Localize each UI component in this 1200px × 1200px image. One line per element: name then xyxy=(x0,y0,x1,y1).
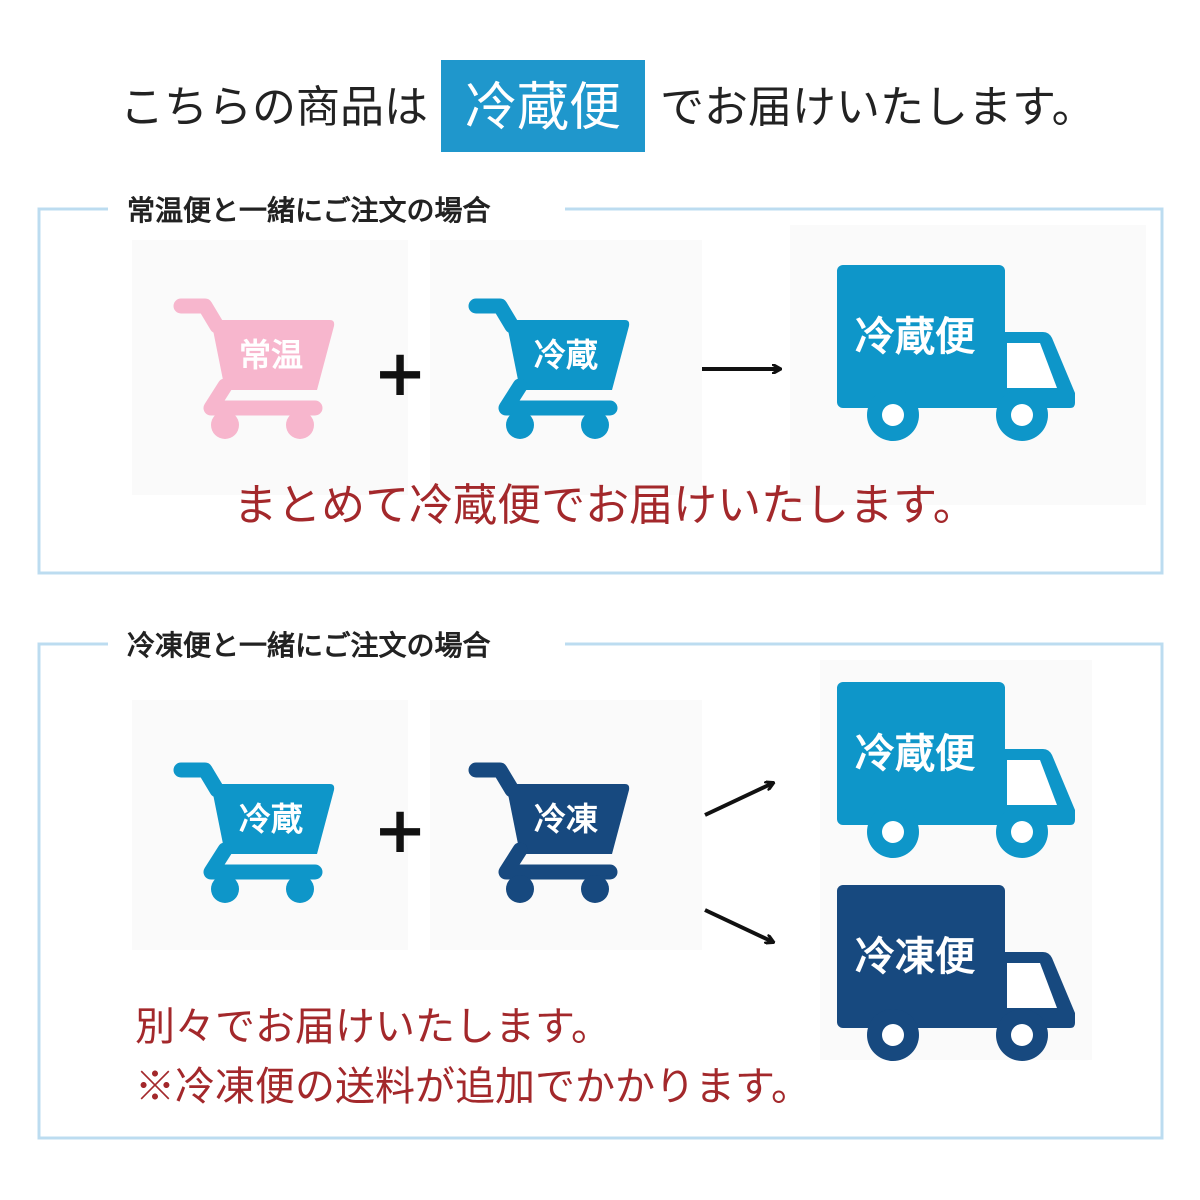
cart-icon-chilled: 冷蔵 xyxy=(181,770,334,903)
plus-sign: + xyxy=(373,337,427,411)
cart-icon-frozen: 冷凍 xyxy=(476,770,629,903)
plus-sign: + xyxy=(373,794,427,868)
header-prefix: こちらの商品は xyxy=(120,82,428,133)
truck-label: 冷蔵便 xyxy=(855,731,976,777)
cart-label: 冷凍 xyxy=(534,800,598,838)
section-title: 冷凍便と一緒にご注文の場合 xyxy=(127,629,491,662)
cart-label: 常温 xyxy=(239,336,303,374)
section-ambient: 常温便と一緒にご注文の場合 常温 + 冷蔵 冷蔵便 まとめて冷蔵便でお届けいたし… xyxy=(37,194,1164,575)
header-highlight: 冷蔵便 xyxy=(465,78,621,138)
truck-icon-frozen: 冷凍便 xyxy=(837,885,1075,1061)
highlight-box xyxy=(441,60,645,152)
section-message-line2: ※冷凍便の送料が追加でかかります。 xyxy=(135,1064,811,1110)
truck-label: 冷凍便 xyxy=(855,934,976,980)
cart-icon-chilled: 冷蔵 xyxy=(476,306,629,439)
section-frame xyxy=(37,642,1164,1140)
truck-icon-chilled: 冷蔵便 xyxy=(837,682,1075,858)
arrow-up-icon xyxy=(704,783,773,817)
section-title: 常温便と一緒にご注文の場合 xyxy=(127,194,491,227)
cart-label: 冷蔵 xyxy=(239,800,303,838)
section-message: まとめて冷蔵便でお届けいたします。 xyxy=(233,480,977,531)
truck-icon-chilled: 冷蔵便 xyxy=(837,265,1075,441)
cart-label: 冷蔵 xyxy=(534,336,598,374)
section-message-line1: 別々でお届けいたします。 xyxy=(135,1004,611,1050)
header: こちらの商品は 冷蔵便 でお届けいたします。 xyxy=(120,60,1096,152)
section-frozen: 冷凍便と一緒にご注文の場合 冷蔵 + 冷凍 冷蔵便 冷凍便 別々でお届けいたしま… xyxy=(37,629,1164,1140)
arrow-down-icon xyxy=(704,908,773,942)
truck-label: 冷蔵便 xyxy=(855,314,976,360)
section-frame xyxy=(37,207,1164,575)
cart-icon-ambient: 常温 xyxy=(181,306,334,439)
header-suffix: でお届けいたします。 xyxy=(660,82,1096,133)
